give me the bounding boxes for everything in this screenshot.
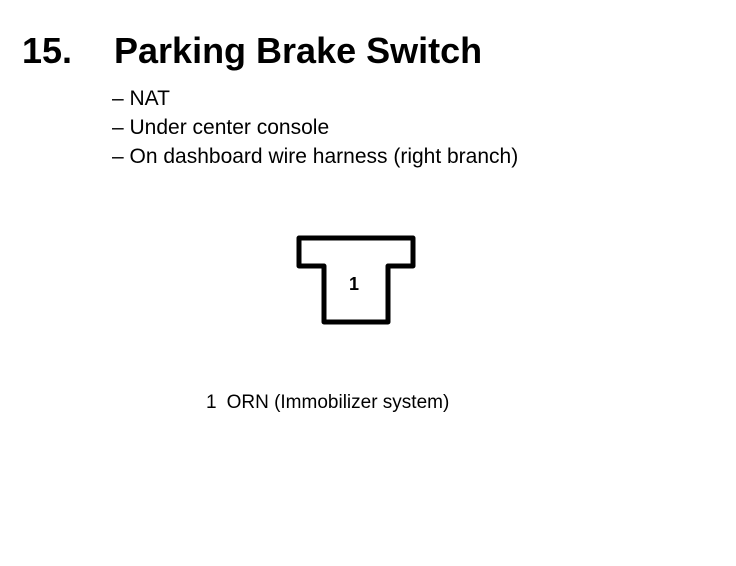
pin-legend: 1 ORN (Immobilizer system) <box>206 390 449 416</box>
location-notes: – NAT – Under center console – On dashbo… <box>112 84 518 171</box>
section-title: Parking Brake Switch <box>114 30 483 71</box>
legend-row: 1 ORN (Immobilizer system) <box>206 390 449 416</box>
connector-outline <box>296 235 416 325</box>
note-harness: – On dashboard wire harness (right branc… <box>112 145 519 168</box>
legend-pin-description: ORN (Immobilizer system) <box>226 392 450 413</box>
note-location: – Under center console <box>112 116 330 139</box>
legend-pin-number: 1 <box>206 392 217 413</box>
section-number: 15. <box>22 30 73 71</box>
note-model: – NAT <box>112 87 170 110</box>
connector-pin-label: 1 <box>349 274 359 294</box>
connector-diagram: 1 <box>296 235 416 325</box>
page-title: 15. Parking Brake Switch <box>22 30 482 72</box>
